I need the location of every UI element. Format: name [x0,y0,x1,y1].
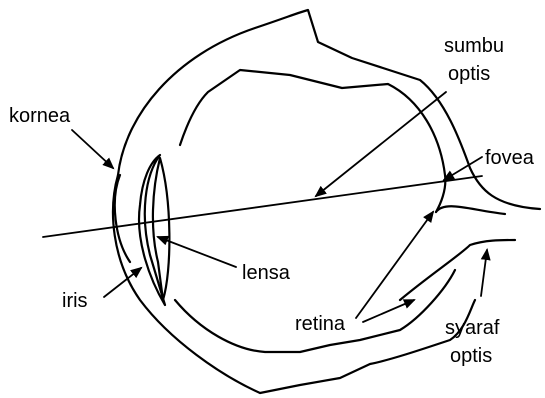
label-kornea: kornea [9,105,71,127]
arrow-retina-1 [356,212,433,318]
label-retina: retina [295,313,346,335]
label-optis-bottom: optis [450,345,492,367]
label-syaraf: syaraf [445,317,500,339]
optic-nerve-lower [400,240,515,300]
label-optis-top: optis [448,63,490,85]
eye-inner-lower-wall [175,270,455,352]
label-fovea: fovea [485,147,535,169]
label-lensa: lensa [242,262,291,284]
arrow-kornea [72,130,113,168]
arrow-syaraf-optis [481,250,487,296]
arrow-retina-2 [363,300,414,322]
arrow-sumbu-optis [316,92,446,196]
label-iris: iris [62,290,88,312]
optic-nerve-upper [436,206,505,214]
label-sumbu: sumbu [444,35,504,57]
optical-axis-line [43,176,482,237]
eye-inner-wall [180,70,445,212]
lens-shape [153,158,170,300]
